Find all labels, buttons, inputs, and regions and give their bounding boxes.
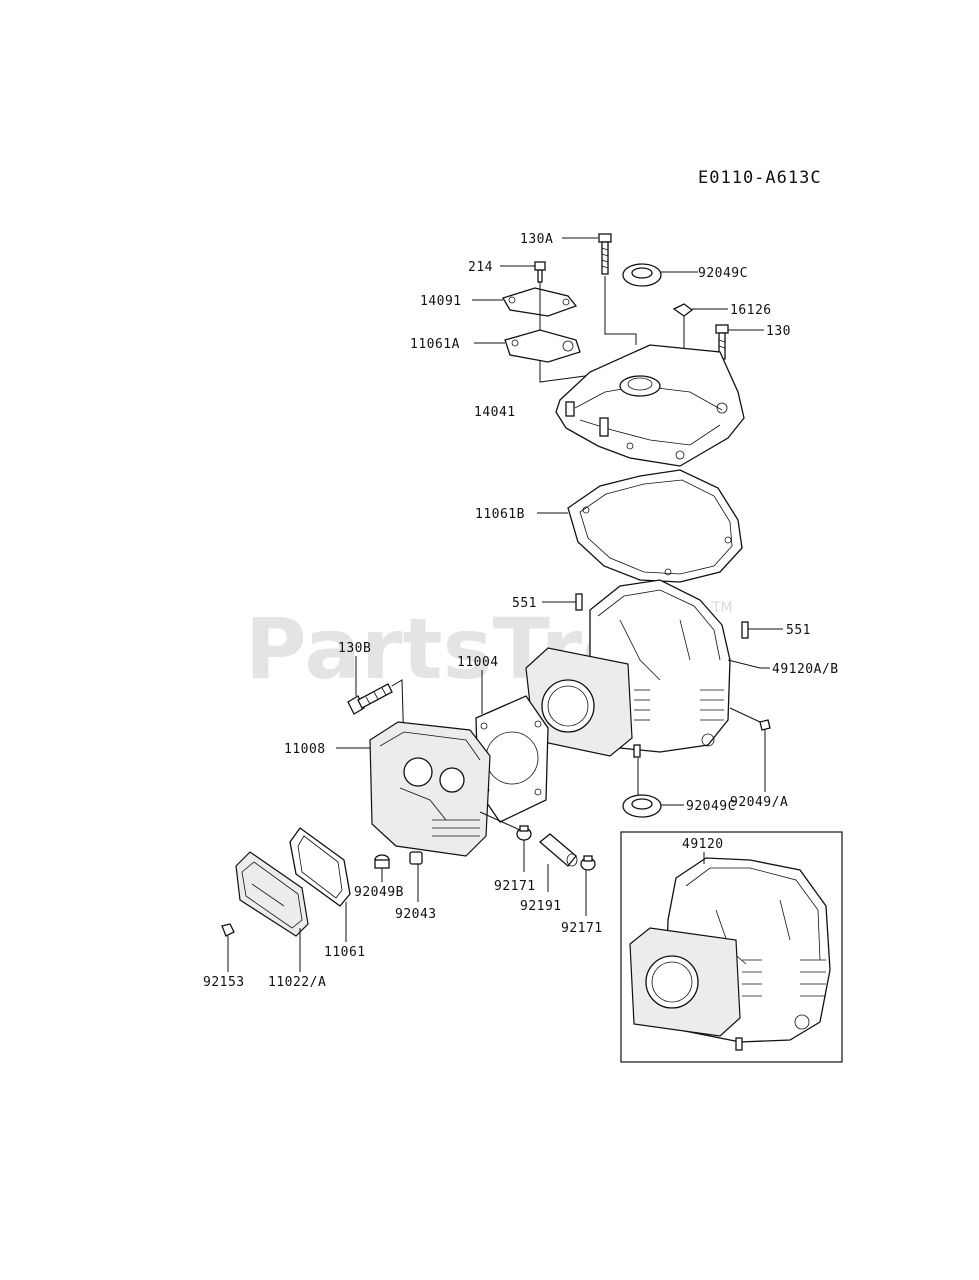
label-11008[interactable]: 11008: [284, 742, 326, 757]
label-92043[interactable]: 92043: [395, 907, 437, 922]
label-92171-right[interactable]: 92171: [561, 921, 603, 936]
clamp-92171-left-part[interactable]: [516, 825, 532, 841]
label-130b[interactable]: 130B: [338, 641, 371, 656]
label-11061a[interactable]: 11061A: [410, 337, 460, 352]
nut-92049a-part[interactable]: [759, 719, 771, 731]
gasket-11061a-part[interactable]: [504, 329, 581, 363]
seal-92049b-part[interactable]: [374, 854, 390, 869]
inset-box: [620, 831, 843, 1063]
label-92191[interactable]: 92191: [520, 899, 562, 914]
label-92153[interactable]: 92153: [203, 975, 245, 990]
cylinder-head-11008-part[interactable]: [369, 721, 491, 857]
label-49120[interactable]: 49120: [682, 837, 724, 852]
label-92049c-top[interactable]: 92049C: [698, 266, 748, 281]
crankcase-cover-14041-part[interactable]: [555, 344, 745, 467]
crankcase-49120ab-part[interactable]: [525, 579, 731, 758]
label-92049c-bottom[interactable]: 92049C: [686, 799, 736, 814]
gasket-11061b-part[interactable]: [567, 469, 743, 583]
label-49120ab[interactable]: 49120A/B: [772, 662, 839, 677]
clip-16126-part[interactable]: [672, 303, 694, 317]
label-11061b[interactable]: 11061B: [475, 507, 525, 522]
label-11061[interactable]: 11061: [324, 945, 366, 960]
label-551-left[interactable]: 551: [512, 596, 537, 611]
label-214[interactable]: 214: [468, 260, 493, 275]
gasket-11061-part[interactable]: [289, 827, 351, 907]
label-11022a[interactable]: 11022/A: [268, 975, 326, 990]
valve-cover-11022a-part[interactable]: [235, 851, 309, 937]
bolt-214-part[interactable]: [534, 261, 546, 283]
bolt-130a-part[interactable]: [598, 233, 612, 275]
stud-92043-part[interactable]: [409, 851, 423, 865]
clamp-92171-right-part[interactable]: [580, 855, 596, 871]
label-130[interactable]: 130: [766, 324, 791, 339]
label-92171-left[interactable]: 92171: [494, 879, 536, 894]
dowel-pin-551-left-part[interactable]: [575, 593, 583, 611]
dowel-pin-551-right-part[interactable]: [741, 621, 749, 639]
label-92049b[interactable]: 92049B: [354, 885, 404, 900]
bolt-92153-part[interactable]: [221, 923, 235, 937]
label-92049a[interactable]: 92049/A: [730, 795, 788, 810]
label-16126[interactable]: 16126: [730, 303, 772, 318]
crankcase-49120-part[interactable]: [629, 857, 831, 1051]
bolt-130b-part[interactable]: [347, 683, 393, 715]
label-11004[interactable]: 11004: [457, 655, 499, 670]
label-14091[interactable]: 14091: [420, 294, 462, 309]
oil-seal-92049c-bottom-part[interactable]: [622, 794, 662, 818]
oil-seal-92049c-top-part[interactable]: [622, 263, 662, 287]
watermark-tm: TM: [711, 600, 733, 616]
hose-92191-part[interactable]: [538, 833, 578, 867]
diagram-code: E0110-A613C: [698, 168, 822, 188]
label-551-right[interactable]: 551: [786, 623, 811, 638]
label-14041[interactable]: 14041: [474, 405, 516, 420]
label-130a[interactable]: 130A: [520, 232, 553, 247]
